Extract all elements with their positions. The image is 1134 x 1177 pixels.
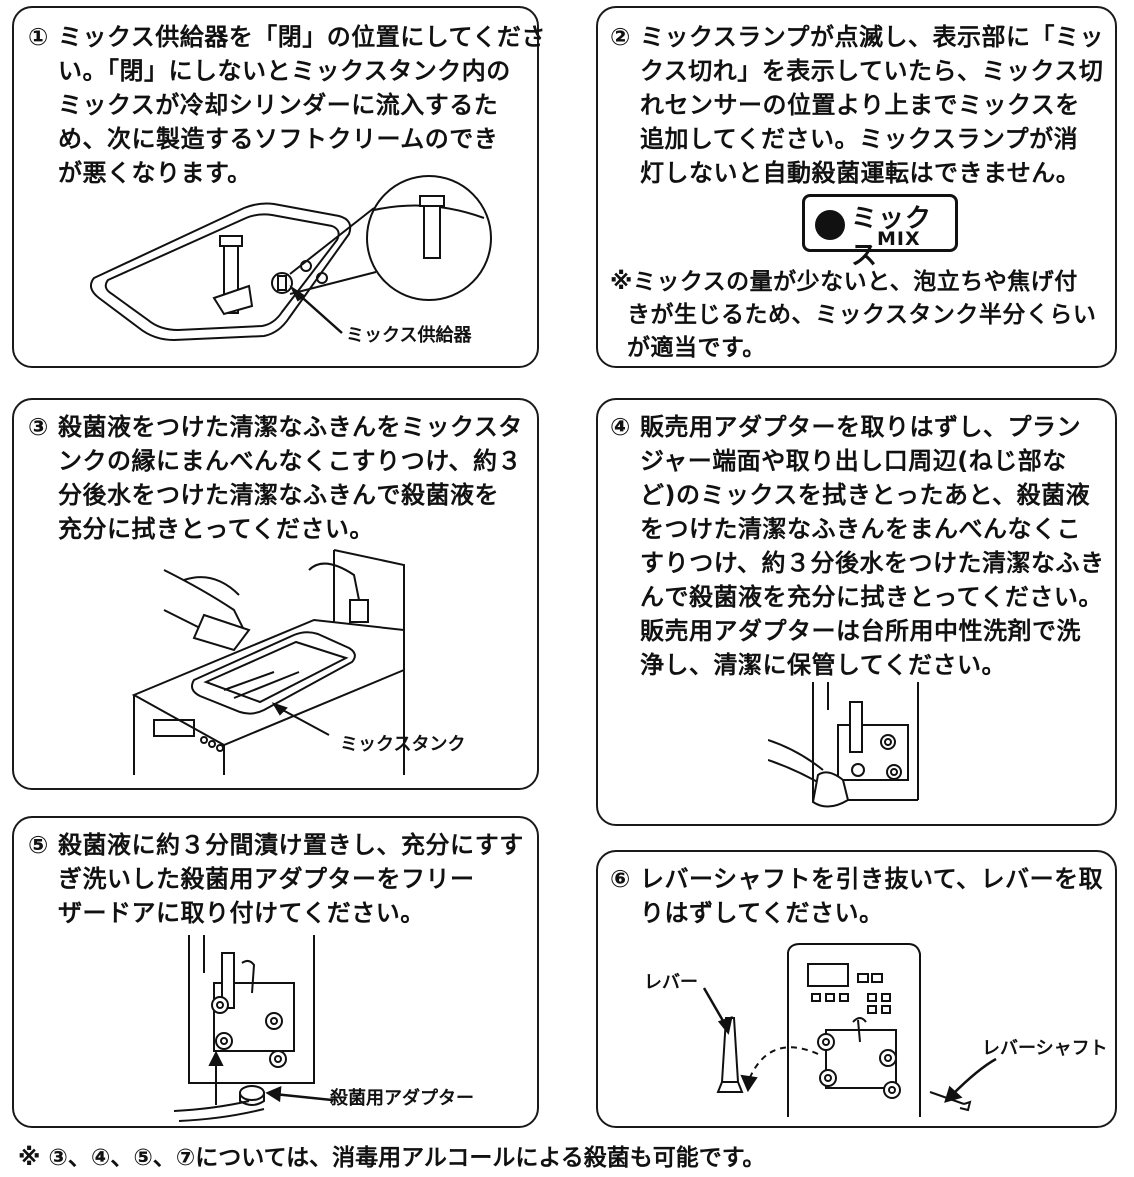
lever-shaft-label: レバーシャフト: [982, 1038, 1108, 1059]
step-4-line-4: をつけた清潔なふきんをまんべんなくこ: [640, 515, 1081, 543]
mix-tank-supply-illustration: [74, 168, 494, 358]
step-5-line-3: ザードアに取り付けてください。: [58, 899, 425, 927]
step-1-line-5: が悪くなります。: [58, 159, 252, 187]
step-2-line-5: 灯しないと自動殺菌運転はできません。: [640, 159, 1081, 187]
step-6-line-1: レバーシャフトを引き抜いて、レバーを取: [640, 865, 1104, 893]
step-3-text: ③ 殺菌液をつけた清潔なふきんをミックスタ ンクの縁にまんべんなくこすりつけ、約３…: [28, 410, 523, 546]
step-3-number: ③: [28, 413, 49, 441]
step-6-number: ⑥: [610, 865, 631, 893]
step-1-line-1: ミックス供給器を「閉」の位置にしてくださ: [58, 23, 546, 51]
step-4-line-2: ジャー端面や取り出し口周辺(ねじ部な: [640, 447, 1067, 475]
step-4-line-5: すりつけ、約３分後水をつけた清潔なふき: [640, 549, 1105, 577]
lever-label: レバー: [644, 972, 698, 993]
step-4-text: ④ 販売用アダプターを取りはずし、プラン ジャー端面や取り出し口周辺(ねじ部な ど…: [610, 410, 1105, 682]
mix-supplier-label: ミックス供給器: [346, 325, 472, 346]
step-2-number: ②: [610, 23, 631, 51]
step-2-text: ② ミックスランプが点滅し、表示部に「ミッ クス切れ」を表示していたら、ミックス切…: [610, 20, 1104, 190]
mix-tank-label: ミックスタンク: [340, 734, 466, 755]
step-4-number: ④: [610, 413, 631, 441]
step-2-note-line-3: が適当です。: [610, 335, 766, 361]
lamp-dot-icon: [815, 210, 845, 240]
step-2-note-line-1: ※ミックスの量が少ないと、泡立ちや焦げ付: [610, 269, 1078, 295]
step-1-text: ① ミックス供給器を「閉」の位置にしてくださ い。「閉」にしないとミックスタンク内…: [28, 20, 546, 190]
lever-callout-arrow-icon: [698, 984, 738, 1036]
step-3-panel: ③ 殺菌液をつけた清潔なふきんをミックスタ ンクの縁にまんべんなくこすりつけ、約３…: [12, 398, 539, 790]
step-1-line-4: め、次に製造するソフトクリームのでき: [58, 125, 499, 153]
step-1-number: ①: [28, 23, 49, 51]
lever-removal-illustration: [708, 942, 1068, 1122]
step-2-line-1: ミックスランプが点滅し、表示部に「ミッ: [640, 23, 1105, 51]
step-5-line-1: 殺菌液に約３分間漬け置きし、充分にすす: [58, 831, 524, 859]
footer-note: ※ ③、④、⑤、⑦については、消毒用アルコールによる殺菌も可能です。: [18, 1145, 766, 1171]
adapter-callout-arrow-icon: [264, 1080, 334, 1110]
step-6-text: ⑥ レバーシャフトを引き抜いて、レバーを取 りはずしてください。: [610, 862, 1103, 930]
step-5-text: ⑤ 殺菌液に約３分間漬け置きし、充分にすす ぎ洗いした殺菌用アダプターをフリー ザ…: [28, 828, 524, 930]
mix-lamp-indicator: ミックス MIX: [802, 194, 958, 271]
step-2-line-3: れセンサーの位置より上までミックスを: [640, 91, 1080, 119]
step-1-line-3: ミックスが冷却シリンダーに流入するた: [58, 91, 499, 119]
step-4-line-3: ど)のミックスを拭きとったあと、殺菌液: [640, 481, 1091, 509]
step-2-panel: ② ミックスランプが点滅し、表示部に「ミッ クス切れ」を表示していたら、ミックス切…: [596, 6, 1117, 368]
step-2-note-line-2: きが生じるため、ミックスタンク半分くらい: [610, 302, 1097, 328]
step-4-line-7: 販売用アダプターは台所用中性洗剤で洗: [640, 617, 1081, 645]
mix-lamp-label-jp: ミックス: [851, 204, 933, 271]
mix-lamp-label-en: MIX: [877, 228, 921, 250]
step-3-line-3: 分後水をつけた清潔なふきんで殺菌液を: [58, 481, 499, 509]
sterilization-adapter-illustration: [174, 933, 334, 1123]
step-2-note: ※ミックスの量が少ないと、泡立ちや焦げ付 きが生じるため、ミックスタンク半分くら…: [610, 266, 1096, 365]
mix-tank-wiping-illustration: [124, 540, 434, 780]
step-4-line-8: 浄し、清潔に保管してください。: [640, 651, 1007, 679]
step-2-line-2: クス切れ」を表示していたら、ミックス切: [640, 57, 1104, 85]
step-4-panel: ④ 販売用アダプターを取りはずし、プラン ジャー端面や取り出し口周辺(ねじ部な ど…: [596, 398, 1117, 826]
step-1-line-2: い。「閉」にしないとミックスタンク内の: [58, 57, 511, 85]
step-6-panel: ⑥ レバーシャフトを引き抜いて、レバーを取 りはずしてください。: [596, 850, 1117, 1128]
step-6-line-2: りはずしてください。: [640, 899, 884, 927]
step-5-panel: ⑤ 殺菌液に約３分間漬け置きし、充分にすす ぎ洗いした殺菌用アダプターをフリー ザ…: [12, 816, 539, 1128]
step-1-panel: ① ミックス供給器を「閉」の位置にしてくださ い。「閉」にしないとミックスタンク内…: [12, 6, 545, 368]
step-5-number: ⑤: [28, 831, 49, 859]
step-3-line-1: 殺菌液をつけた清潔なふきんをミックスタ: [58, 413, 523, 441]
step-5-line-2: ぎ洗いした殺菌用アダプターをフリー: [58, 865, 475, 893]
step-4-line-6: んで殺菌液を充分に拭きとってください。: [640, 583, 1103, 611]
step-3-line-4: 充分に拭きとってください。: [58, 515, 374, 543]
lever-shaft-callout-arrow-icon: [938, 1057, 998, 1103]
step-4-line-1: 販売用アダプターを取りはずし、プラン: [640, 413, 1081, 441]
freezer-door-wiping-illustration: [768, 680, 938, 818]
step-2-line-4: 追加してください。ミックスランプが消: [640, 125, 1079, 153]
sterilization-adapter-label: 殺菌用アダプター: [330, 1088, 474, 1109]
step-3-line-2: ンクの縁にまんべんなくこすりつけ、約３: [58, 447, 523, 475]
